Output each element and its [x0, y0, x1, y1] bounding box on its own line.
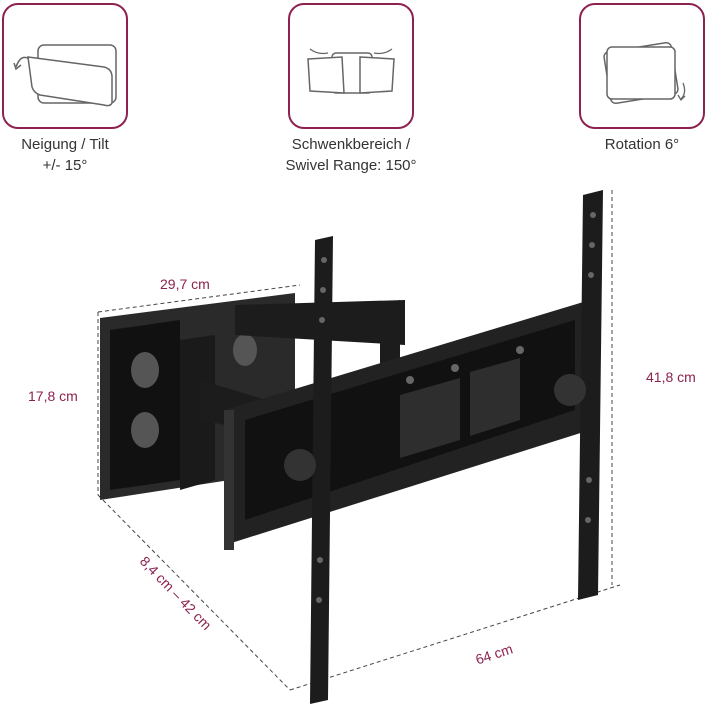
bracket-height-label: 41,8 cm	[646, 369, 696, 385]
plate-height-label: 17,8 cm	[28, 388, 78, 404]
swivel-value: Swivel Range: 150°	[285, 157, 417, 174]
tilt-caption: Neigung / Tilt +/- 15°	[0, 134, 155, 176]
rotation-caption: Rotation 6°	[552, 134, 707, 155]
plate-width-label: 29,7 cm	[160, 276, 210, 292]
swivel-label: Schwenkbereich /	[291, 136, 411, 153]
mount-body	[100, 190, 603, 704]
tilt-value: +/- 15°	[42, 157, 88, 174]
tilt-feature-box	[2, 3, 128, 129]
swivel-icon	[307, 48, 395, 94]
swivel-feature-box	[288, 3, 414, 129]
rotation-feature-box	[579, 3, 705, 129]
swivel-caption: Schwenkbereich / Swivel Range: 150°	[261, 134, 441, 176]
mount-holes	[316, 212, 596, 603]
dimension-lines	[97, 190, 621, 691]
tilt-label: Neigung / Tilt	[21, 136, 109, 153]
tilt-icon	[13, 44, 117, 107]
rotation-icon	[603, 41, 686, 105]
rotation-label: Rotation 6°	[604, 136, 680, 153]
